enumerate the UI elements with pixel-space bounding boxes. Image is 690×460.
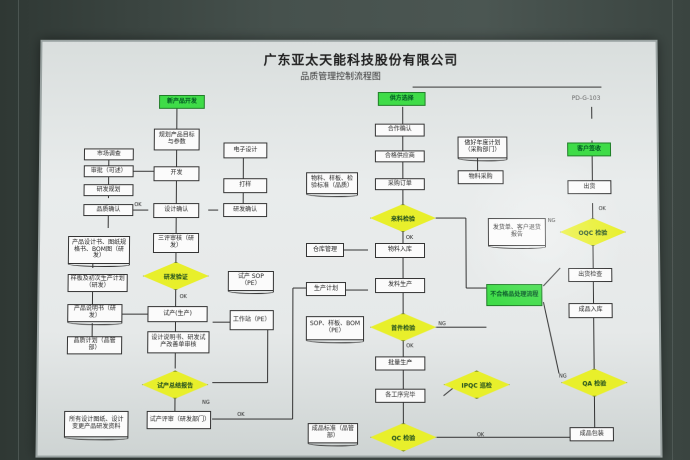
node-end-receipt: 客户签收: [567, 142, 612, 157]
node-customer-complaint: 发货单、客户退货报告: [487, 218, 546, 247]
poster-subtitle: 品质管理控制流程图: [300, 72, 381, 83]
flowchart-poster: 广东亚太天能科技股份有限公司 品质管理控制流程图 PD-G-103 新产品开发 …: [35, 39, 663, 458]
node-nonconform: 不合格品处理流程: [486, 284, 543, 307]
node-production: 批量生产: [375, 356, 426, 371]
label-ok: OK: [476, 432, 485, 439]
node-qual-review: 合格供应商: [374, 150, 425, 163]
node-shipment-review: 出货检查: [568, 268, 613, 283]
node-start-new-product: 新产品开发: [159, 94, 205, 109]
node-work-instruction: 工作站（PE）: [229, 310, 274, 331]
decision-ipqc-check: IPQC 巡检: [443, 371, 509, 399]
label-ng: NG: [547, 218, 556, 225]
node-product-manual: 产品说明书（研发）: [67, 304, 123, 323]
label-ok: OK: [405, 235, 414, 242]
wall-seam: [672, 0, 673, 460]
decision-qc-inspect: QC 检验: [370, 423, 437, 451]
label-ok: OK: [237, 411, 245, 419]
node-product-plan: 品质计划（品管部）: [66, 336, 123, 355]
node-develop: 开发: [153, 166, 200, 182]
node-material-issue: 发料生产: [375, 278, 426, 294]
node-drawing: 打样: [223, 178, 268, 194]
node-sample-confirm: 品质确认: [83, 204, 134, 217]
node-purchase-order: 采购订单: [374, 178, 425, 191]
node-qc-standard: 成品标准（品管部）: [307, 423, 359, 444]
node-warehouse-manage: 仓库管理: [305, 243, 345, 257]
node-material-handling: 物料采购: [457, 170, 504, 185]
node-supplier-eval: 供方选择: [377, 92, 426, 106]
node-trial-confirm: 研发确认: [223, 203, 268, 218]
node-electric-design: 电子设计: [223, 142, 268, 159]
node-sample-first: 样板及初次生产计划（研发）: [67, 274, 128, 293]
node-supplier-confirm: 合作确认: [374, 123, 425, 137]
node-warehouse-in: 成品入库: [568, 303, 613, 319]
node-material-in: 物料入库: [374, 243, 426, 258]
node-design-review: 设计确认: [153, 203, 200, 219]
node-trial-production: 试产(生产): [147, 306, 208, 323]
label-ok: OK: [598, 206, 606, 213]
node-confirm-plan: 审批（可述）: [83, 165, 134, 178]
node-develop-plan: 研发规划: [83, 184, 134, 197]
decision-trial-confirm: 试产总结报告: [142, 371, 209, 399]
node-annual-plan: 做好年度计划（采购部门）: [457, 136, 508, 159]
node-sop-docs: SOP、样板、BOM（PE）: [305, 316, 365, 341]
node-three-mfg: 三评审核（研发）: [152, 233, 200, 253]
node-trial-evaluation: 试产评审（研发部门）: [146, 410, 212, 430]
node-plan-new-product: 规划产品目标与参数: [153, 128, 200, 151]
label-ng: NG: [202, 399, 210, 406]
node-sample-inspect: 物料、样板、检验标准（品质）: [306, 172, 358, 195]
node-process-complete: 各工序完毕: [375, 388, 426, 403]
label-ok: OK: [406, 343, 414, 350]
node-ship: 出货: [567, 180, 612, 195]
label-ng: NG: [559, 373, 567, 380]
label-ng: NG: [438, 321, 446, 328]
decision-dev-review: 研发验证: [143, 262, 209, 290]
node-production-plan: 生产计划: [305, 282, 346, 297]
decision-qa-inspect: QA 检验: [561, 368, 628, 396]
label-ok: OK: [134, 202, 142, 209]
node-doc-archive: 所有设计图纸、设计变更产品研发资料: [63, 410, 129, 438]
node-trial-sop: 试产 SOP（PE）: [227, 271, 274, 292]
node-bom-record: 设计说明书、研发试产改善单审核: [147, 331, 210, 354]
label-ok: OK: [179, 294, 187, 301]
decision-incoming-inspect: 来料检验: [370, 204, 436, 232]
wall-seam: [18, 0, 19, 460]
node-product-design-bom: 产品设计书、图纸规格书、BOM图（研发）: [67, 236, 131, 265]
document-code: PD-G-103: [571, 94, 601, 102]
decision-oqc-inspect: OQC 检验: [560, 218, 626, 246]
poster-title: 广东亚太天能科技股份有限公司: [263, 53, 459, 69]
node-finished-product: 成品包装: [569, 427, 614, 442]
decision-first-article: 首件检验: [370, 313, 436, 341]
node-market-survey: 市场调查: [83, 148, 134, 161]
